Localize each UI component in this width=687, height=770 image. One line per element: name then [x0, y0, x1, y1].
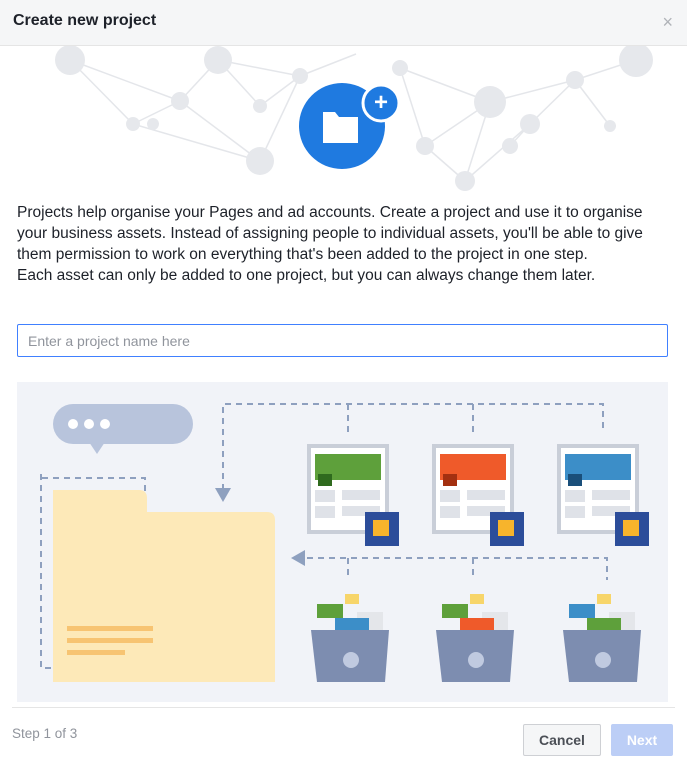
cancel-button[interactable]: Cancel	[523, 724, 601, 756]
description-paragraph-1: Projects help organise your Pages and ad…	[17, 204, 643, 263]
project-name-input[interactable]	[17, 324, 668, 357]
ad-account-folder-icon-3	[563, 594, 641, 682]
ad-account-folder-icon-2	[436, 594, 514, 682]
page-icon-blue	[557, 444, 649, 546]
project-description: Projects help organise your Pages and ad…	[17, 202, 672, 286]
hero-illustration: +	[55, 46, 653, 191]
ad-account-folder-icon-1	[311, 594, 389, 682]
chat-bubble-icon	[53, 404, 193, 454]
page-icon-orange	[432, 444, 524, 546]
projects-illustration	[17, 382, 668, 702]
folder-icon	[53, 490, 275, 682]
close-icon[interactable]: ×	[662, 12, 673, 32]
description-paragraph-2: Each asset can only be added to one proj…	[17, 267, 596, 284]
next-button[interactable]: Next	[611, 724, 673, 756]
step-indicator: Step 1 of 3	[12, 726, 78, 741]
page-icon-green	[307, 444, 399, 546]
plus-icon: +	[374, 89, 388, 116]
footer-divider	[12, 707, 675, 708]
dialog-header: Create new project ×	[0, 0, 687, 46]
dialog-title: Create new project	[13, 12, 157, 29]
